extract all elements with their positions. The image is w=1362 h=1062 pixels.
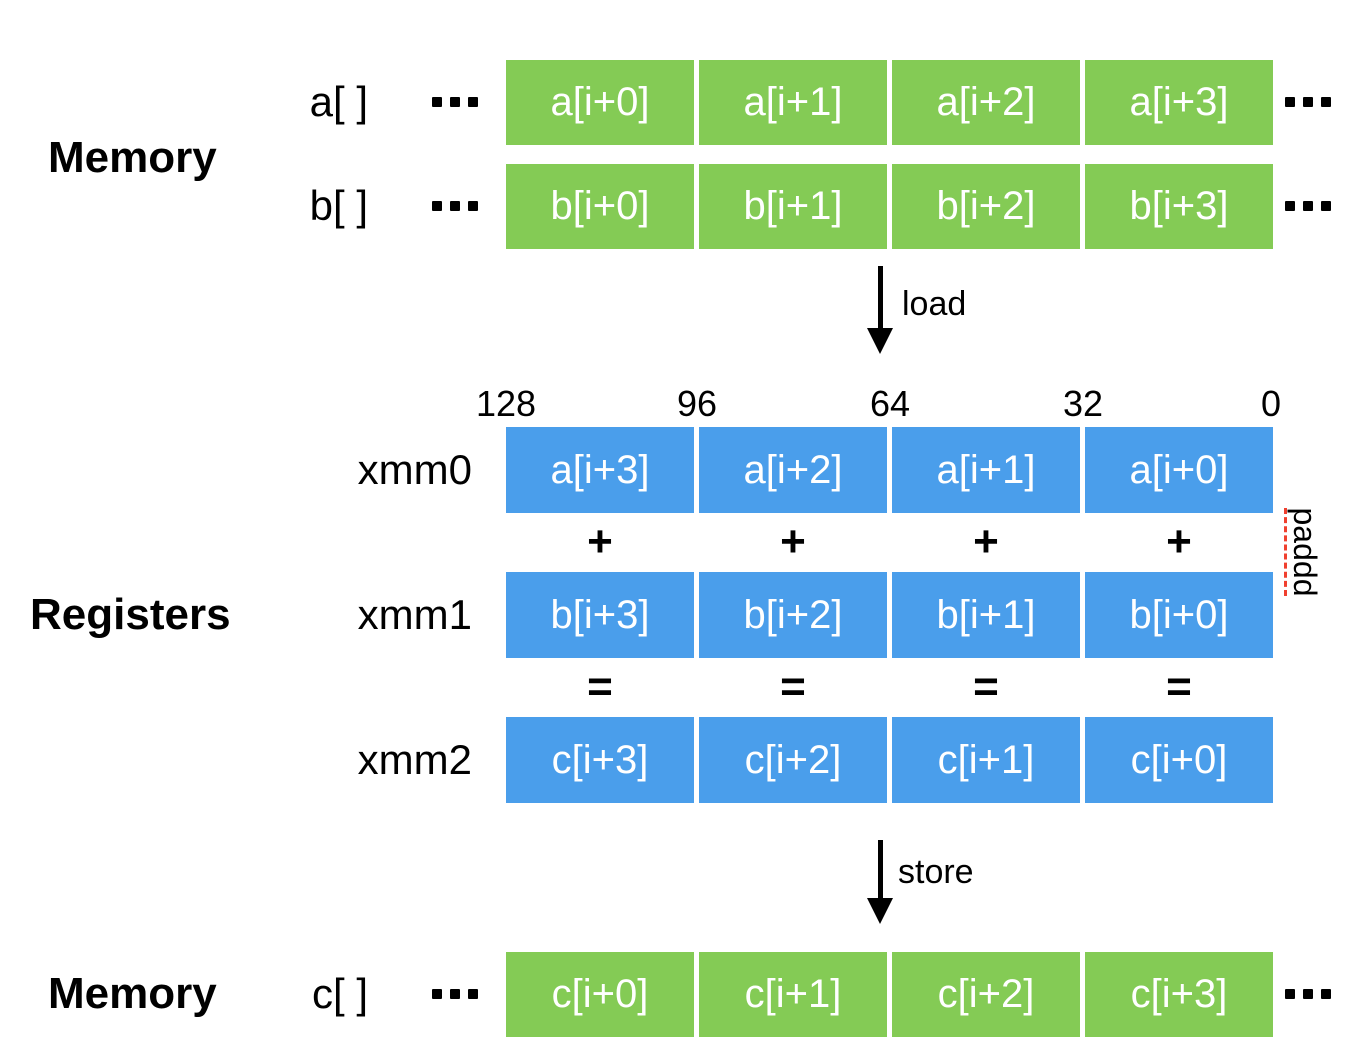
memory-cell: b[i+3] [1085,164,1273,249]
register-cell: b[i+2] [699,572,887,658]
equals-operator: = [973,662,999,711]
memory-row-a: a[i+0] a[i+1] a[i+2] a[i+3] [506,60,1273,145]
memory-top-section-label: Memory [48,133,217,182]
ellipsis-icon [1285,989,1331,999]
paddd-instruction-label: paddd [1283,492,1324,612]
array-b-label: b[ ] [309,182,368,229]
memory-cell: c[i+1] [699,952,887,1037]
register-cell: c[i+2] [699,717,887,803]
register-cell: b[i+1] [892,572,1080,658]
memory-row-c: c[i+0] c[i+1] c[i+2] c[i+3] [506,952,1273,1037]
register-row-xmm1: b[i+3] b[i+2] b[i+1] b[i+0] [506,572,1273,658]
memory-row-b: b[i+0] b[i+1] b[i+2] b[i+3] [506,164,1273,249]
ellipsis-icon [1285,97,1331,107]
memory-cell: c[i+3] [1085,952,1273,1037]
bit-label-0: 0 [1260,383,1282,424]
load-label: load [902,284,967,323]
register-cell: c[i+0] [1085,717,1273,803]
load-arrowhead-icon [867,328,893,354]
bit-label-64: 64 [869,383,911,424]
register-row-xmm2: c[i+3] c[i+2] c[i+1] c[i+0] [506,717,1273,803]
store-label: store [898,852,974,891]
memory-cell: c[i+0] [506,952,694,1037]
register-cell: b[i+0] [1085,572,1273,658]
memory-cell: b[i+1] [699,164,887,249]
ellipsis-icon [432,97,478,107]
register-row-xmm0: a[i+3] a[i+2] a[i+1] a[i+0] [506,427,1273,513]
array-c-label: c[ ] [311,970,368,1017]
plus-operator: + [1166,517,1192,566]
register-cell: a[i+2] [699,427,887,513]
memory-cell: a[i+3] [1085,60,1273,145]
plus-operator: + [587,517,613,566]
register-cell: c[i+3] [506,717,694,803]
memory-cell: b[i+2] [892,164,1080,249]
register-xmm1-label: xmm1 [357,591,472,638]
plus-operator: + [780,517,806,566]
memory-cell: a[i+0] [506,60,694,145]
equals-operator: = [587,662,613,711]
register-cell: a[i+1] [892,427,1080,513]
register-cell: b[i+3] [506,572,694,658]
store-arrowhead-icon [867,898,893,924]
register-xmm0-label: xmm0 [357,446,472,493]
plus-operator: + [973,517,999,566]
register-cell: a[i+0] [1085,427,1273,513]
bit-label-96: 96 [676,383,718,424]
ellipsis-icon [432,989,478,999]
bit-label-128: 128 [475,383,537,424]
registers-section-label: Registers [30,590,231,639]
equals-operator: = [780,662,806,711]
paddd-instruction-text: paddd [1284,507,1324,597]
array-a-label: a[ ] [309,78,368,125]
load-arrow-icon [878,266,883,328]
ellipsis-icon [1285,201,1331,211]
equals-operator: = [1166,662,1192,711]
register-xmm2-label: xmm2 [357,736,472,783]
memory-cell: a[i+2] [892,60,1080,145]
memory-cell: a[i+1] [699,60,887,145]
ellipsis-icon [432,201,478,211]
bit-label-32: 32 [1062,383,1104,424]
register-cell: c[i+1] [892,717,1080,803]
memory-bottom-section-label: Memory [48,969,217,1018]
memory-cell: b[i+0] [506,164,694,249]
memory-cell: c[i+2] [892,952,1080,1037]
register-cell: a[i+3] [506,427,694,513]
store-arrow-icon [878,840,883,898]
